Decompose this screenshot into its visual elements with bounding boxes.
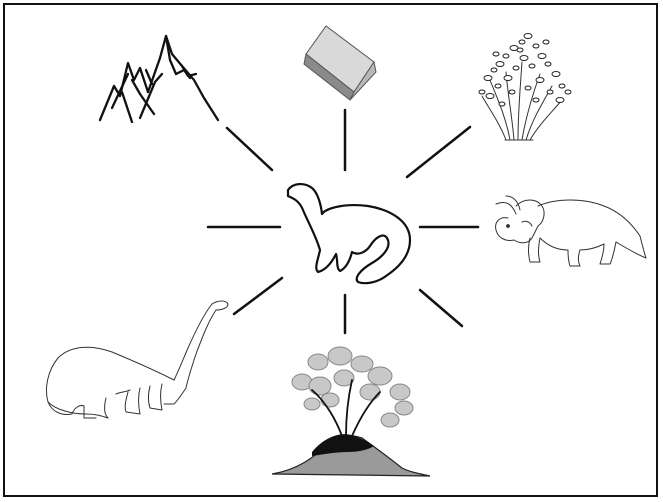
spoke-top-left bbox=[225, 126, 274, 172]
spokes bbox=[206, 108, 480, 335]
mountains-icon bbox=[98, 34, 220, 124]
spoke-bottom-left bbox=[232, 276, 284, 316]
long-neck-dinosaur-icon bbox=[45, 300, 229, 419]
spoke-top-right bbox=[405, 125, 472, 179]
triceratops-icon bbox=[495, 195, 647, 267]
shrub-icon bbox=[478, 33, 572, 141]
center-sauropod bbox=[286, 183, 412, 285]
spoke-bottom-right bbox=[418, 288, 464, 328]
volcano-icon bbox=[271, 346, 431, 477]
cube-icon bbox=[303, 25, 377, 101]
